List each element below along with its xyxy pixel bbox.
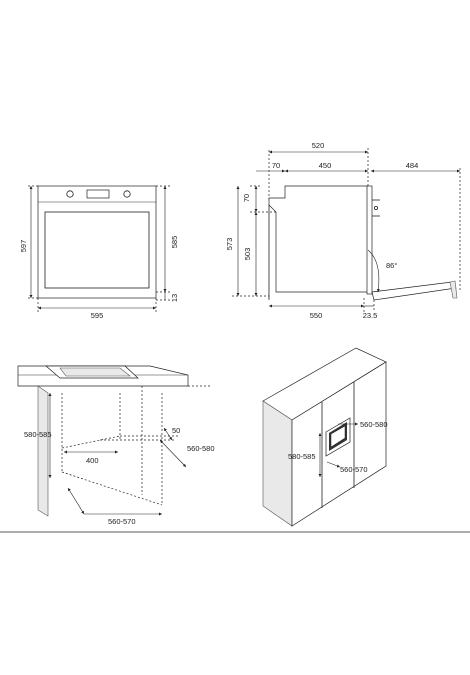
undercounter-400-label: 400: [86, 456, 99, 465]
side-573-label: 573: [225, 238, 234, 251]
left-knob-icon: [66, 190, 74, 198]
front-bottom-gap-label: 13: [170, 294, 179, 302]
undercounter-560-570-label: 560-570: [108, 517, 136, 526]
oven-side-body: [268, 185, 369, 293]
front-inner-height-label: 585: [170, 236, 179, 249]
right-knob-icon: [123, 190, 131, 198]
column-view: 560-580 580-585 560-570: [262, 347, 388, 527]
side-550-label: 550: [310, 311, 323, 320]
side-view: 520 70 450 484 86° 70 573 503: [225, 141, 461, 320]
door-handle-icon: [373, 205, 378, 210]
side-depth-520-label: 520: [312, 141, 325, 150]
oven-door-open: [371, 281, 457, 301]
undercounter-560-580-label: 560-580: [187, 444, 215, 453]
side-503-label: 503: [243, 248, 252, 261]
front-view: 597 585 13 595: [19, 185, 179, 320]
display-panel: [86, 189, 110, 199]
side-top-70-label: 70: [272, 161, 280, 170]
side-top-450-label: 450: [319, 161, 332, 170]
side-left-70-label: 70: [242, 194, 251, 202]
column-560-570-label: 560-570: [340, 465, 368, 474]
undercounter-view: 580-585 400 50 560-580 560-570: [17, 365, 215, 526]
side-door-484-label: 484: [406, 161, 419, 170]
column-560-580-label: 560-580: [360, 420, 388, 429]
column-580-585-label: 580-585: [288, 452, 316, 461]
column-left-side: [262, 400, 293, 527]
oven-door-closed: [366, 185, 373, 295]
undercounter-50-label: 50: [172, 426, 180, 435]
left-cabinet-side: [37, 385, 49, 517]
oven-door-window: [44, 211, 150, 289]
side-235-label: 23.5: [363, 311, 378, 320]
side-angle-label: 86°: [386, 261, 397, 270]
front-width-label: 595: [91, 311, 104, 320]
front-height-label: 597: [19, 240, 28, 253]
undercounter-height-label: 580-585: [24, 430, 52, 439]
oven-front-frame: [37, 185, 157, 299]
